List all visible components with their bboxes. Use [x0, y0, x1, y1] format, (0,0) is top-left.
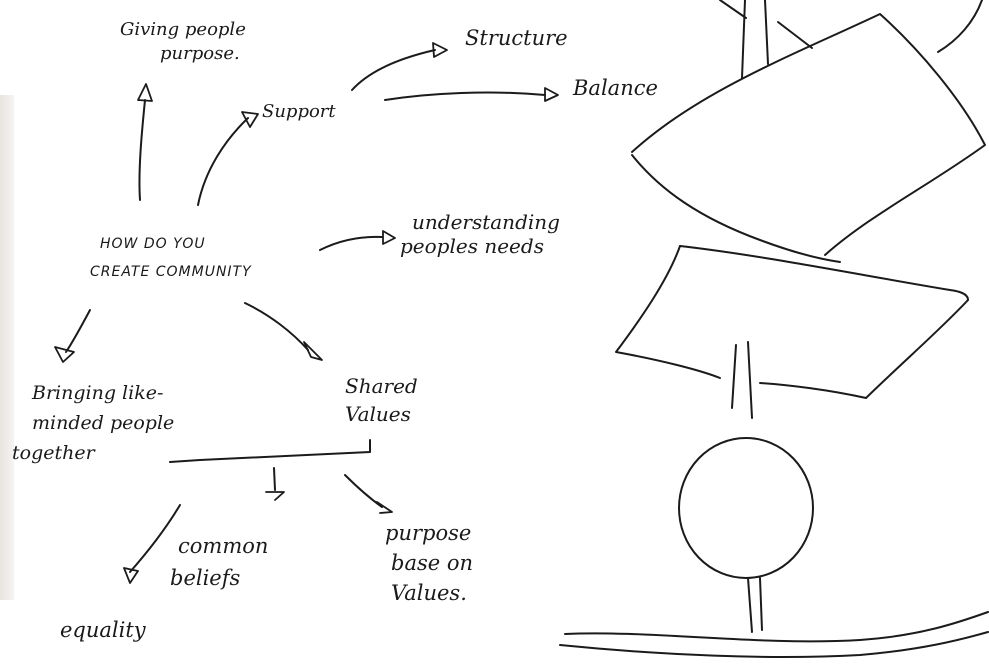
node-purpose-values: purpose base on Values. [385, 518, 473, 608]
node-equality: equality [60, 618, 146, 642]
node-common-beliefs-line1: common [178, 534, 269, 558]
arrow-to-purpose [138, 99, 146, 201]
node-needs-line2: peoples needs [400, 234, 544, 258]
arrow-to-common-beliefs [273, 467, 276, 491]
node-shared-values-line2: Values [345, 402, 411, 426]
arrowhead-needs [382, 230, 396, 245]
arrow-to-like-minded [65, 309, 91, 353]
arrow-to-balance [384, 91, 546, 101]
bracket-group [169, 439, 371, 463]
arrows-mind-map [54, 42, 559, 584]
arrow-to-structure [351, 49, 436, 91]
node-purpose-values-line2: base on [391, 551, 474, 575]
node-shared-values-line1: Shared [345, 374, 418, 398]
node-like-minded-line1: Bringing like- [32, 382, 164, 404]
arrowhead-common-beliefs [265, 491, 285, 501]
arrowhead-purpose [137, 83, 153, 102]
node-center-question: HOW DO YOU CREATE COMMUNITY [90, 230, 252, 286]
node-needs-line1: understanding [412, 210, 560, 234]
arrow-to-needs [319, 235, 383, 251]
node-support: Support [262, 101, 336, 122]
node-center-line1: HOW DO YOU [100, 236, 206, 252]
node-shared-values: Shared Values [345, 372, 418, 428]
node-purpose-values-line3: Values. [391, 581, 467, 605]
arrow-to-equality [129, 504, 181, 573]
node-understanding-needs: understanding peoples needs [400, 210, 560, 258]
node-center-line2: CREATE COMMUNITY [90, 264, 252, 280]
arrowhead-balance [544, 87, 559, 102]
node-giving-purpose: Giving people purpose. [120, 18, 246, 66]
node-balance: Balance [573, 76, 658, 100]
node-common-beliefs: common beliefs [170, 530, 268, 594]
arrow-to-shared-values [244, 302, 309, 351]
totem-sketch [559, 0, 989, 658]
arrow-to-support [197, 117, 249, 206]
node-structure: Structure [465, 26, 568, 50]
node-like-minded-line2: minded people [32, 412, 175, 434]
node-giving-purpose-line2: purpose. [160, 43, 240, 64]
node-giving-purpose-line1: Giving people [120, 19, 246, 40]
node-purpose-values-line1: purpose [385, 521, 472, 545]
arrowhead-equality [123, 567, 139, 584]
paper-edge [0, 95, 14, 600]
arrow-to-purpose-values [344, 474, 383, 508]
arrowhead-purpose-values [376, 501, 393, 514]
arrowhead-support [241, 111, 259, 128]
arrowhead-structure [432, 42, 448, 58]
node-like-minded: Bringing like- minded people together [12, 378, 175, 468]
node-like-minded-line3: together [12, 442, 95, 464]
node-common-beliefs-line2: beliefs [170, 566, 241, 590]
arrowhead-shared-values [303, 341, 323, 361]
arrowhead-like-minded [54, 346, 75, 363]
